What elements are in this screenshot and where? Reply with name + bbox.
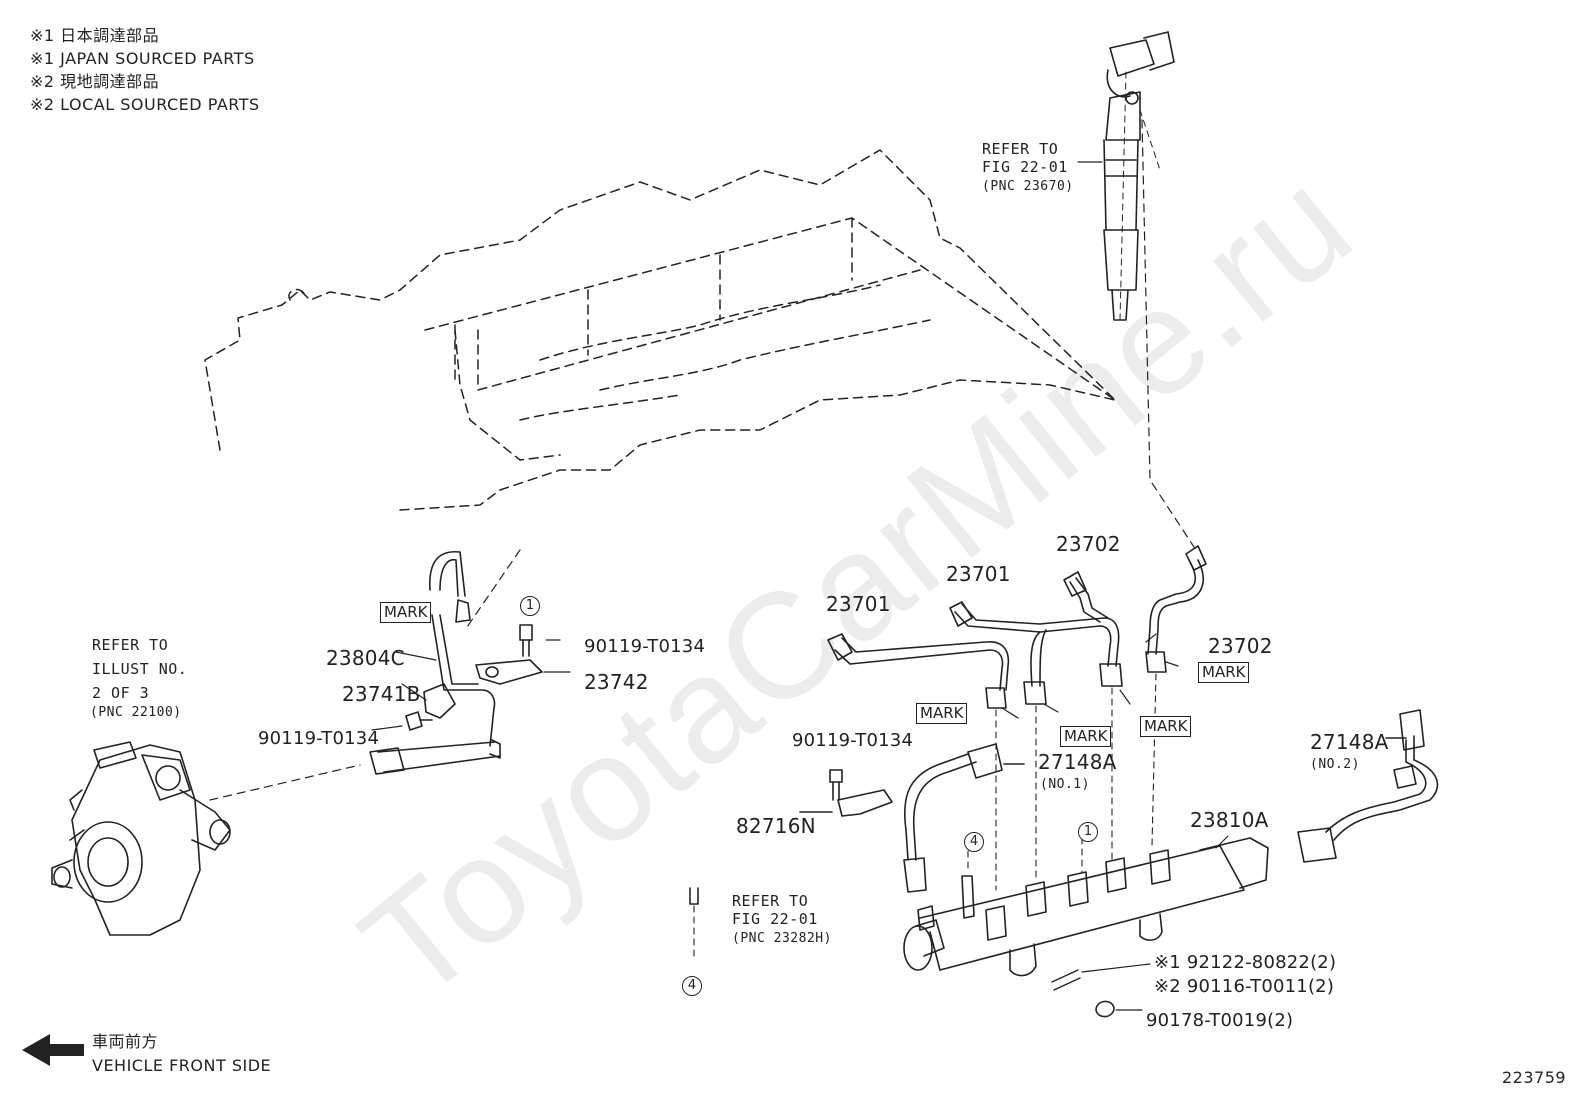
note-line-4: ※2 LOCAL SOURCED PARTS (30, 95, 260, 114)
part-27148a-no2-sub: (NO.2) (1310, 757, 1360, 772)
part-23741b: 23741B (342, 682, 421, 706)
callout-4-rail: 4 (964, 832, 984, 852)
part-82716n: 82716N (736, 814, 816, 838)
part-23702-b: 23702 (1208, 634, 1273, 658)
refer-plug-line2: FIG 22-01 (732, 910, 818, 928)
fuel-pump-drawing (51, 741, 361, 936)
part-27148a-no1-sub: (NO.1) (1040, 777, 1090, 792)
refer-injector-line1: REFER TO (982, 140, 1059, 158)
part-stud-japan: ※1 92122-80822(2) (1154, 952, 1337, 973)
callout-1-pump: 1 (520, 596, 540, 616)
pipe-23804c-drawing (369, 550, 501, 775)
refer-plug-line3: (PNC 23282H) (732, 931, 832, 946)
part-bolt-90119-a: 90119-T0134 (584, 636, 706, 657)
part-stud-local: ※2 90116-T0011(2) (1154, 976, 1335, 997)
part-23810a: 23810A (1190, 808, 1269, 832)
sensor-wire-1-drawing (903, 743, 1025, 893)
bolts-drawing (405, 624, 843, 801)
sensor-wire-2-drawing (1297, 709, 1439, 863)
injector-drawing (1103, 31, 1197, 551)
part-bolt-90119-c: 90119-T0134 (792, 730, 914, 751)
mark-label-pump-pipe: MARK (380, 602, 432, 623)
part-23804c: 23804C (326, 646, 405, 670)
part-23702-a: 23702 (1056, 532, 1121, 556)
part-23742: 23742 (584, 670, 649, 694)
note-line-2: ※1 JAPAN SOURCED PARTS (30, 49, 255, 68)
front-label-en: VEHICLE FRONT SIDE (92, 1056, 272, 1075)
part-27148a-no1: 27148A (1038, 750, 1117, 774)
refer-pump-line4: (PNC 22100) (90, 705, 182, 720)
refer-injector-line2: FIG 22-01 (982, 158, 1068, 176)
part-23701-b: 23701 (946, 562, 1011, 586)
front-label-jp: 車両前方 (92, 1032, 159, 1051)
mark-label-pipe-4: MARK (1198, 662, 1250, 683)
figure-id: 223759 (1502, 1068, 1567, 1087)
refer-pump-line3: 2 OF 3 (92, 684, 150, 702)
part-23701-a: 23701 (826, 592, 891, 616)
part-bolt-90119-b: 90119-T0134 (258, 728, 380, 749)
common-rail-drawing (903, 837, 1269, 977)
part-27148a-no2: 27148A (1310, 730, 1389, 754)
part-nut: 90178-T0019(2) (1146, 1010, 1294, 1031)
injection-pipes-drawing (827, 545, 1207, 709)
refer-plug-line1: REFER TO (732, 892, 809, 910)
mark-label-pipe-2: MARK (1060, 726, 1112, 747)
refer-pump-line2: ILLUST NO. (92, 660, 188, 678)
mark-label-pipe-3: MARK (1140, 716, 1192, 737)
callout-1-rail: 1 (1078, 822, 1098, 842)
refer-pump-line1: REFER TO (92, 636, 169, 654)
note-line-3: ※2 現地調達部品 (30, 72, 160, 91)
engine-outline (204, 149, 1119, 511)
callout-4-plug: 4 (682, 976, 702, 996)
front-arrow-shape (22, 1034, 84, 1066)
mark-label-pipe-1: MARK (916, 703, 968, 724)
refer-injector-line3: (PNC 23670) (982, 179, 1074, 194)
note-line-1: ※1 日本調達部品 (30, 26, 160, 45)
